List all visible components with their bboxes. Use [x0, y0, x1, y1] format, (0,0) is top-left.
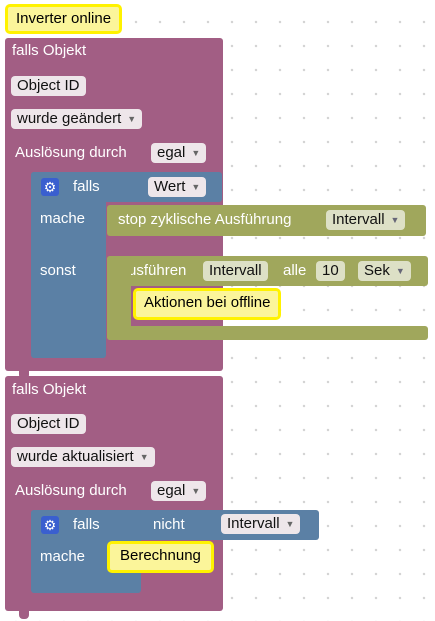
interval-unit-dropdown[interactable]: Sek ▼	[358, 261, 411, 281]
condition-dropdown[interactable]: wurde geändert ▼	[11, 109, 143, 129]
if-sonst-label: sonst	[40, 262, 76, 279]
trigger-falls-objekt-label: falls Objekt	[12, 42, 87, 59]
function-block-inverter-online[interactable]: Inverter online	[5, 4, 123, 34]
call-offline-actions-label: Aktionen bei offline	[144, 294, 271, 311]
dropdown-arrow-icon: ▼	[390, 215, 400, 225]
stop-interval-dropdown[interactable]: Intervall ▼	[326, 210, 406, 230]
if-else-block-spine	[31, 172, 106, 358]
stop-interval-dropdown-value: Intervall	[332, 211, 385, 228]
execute-name-field[interactable]: Intervall	[203, 261, 268, 281]
ausloesung-label: Auslösung durch	[15, 482, 127, 499]
ausloesung-dropdown-value: egal	[157, 482, 186, 499]
intervall-dropdown[interactable]: Intervall ▼	[221, 514, 301, 534]
dropdown-arrow-icon: ▼	[127, 114, 137, 124]
if-mache-label: mache	[40, 548, 86, 565]
condition-dropdown-value: wurde geändert	[17, 110, 122, 127]
wert-dropdown-value: Wert	[154, 178, 186, 195]
condition-dropdown[interactable]: wurde aktualisiert ▼	[11, 447, 155, 467]
execute-interval-block-foot	[107, 326, 428, 340]
wert-dropdown[interactable]: Wert ▼	[148, 177, 207, 197]
function-block-label: Inverter online	[16, 10, 112, 27]
execute-interval-block[interactable]: Ausführen Intervall alle 10 Sek ▼	[107, 256, 428, 286]
not-operator-label: nicht	[153, 516, 185, 533]
dropdown-arrow-icon: ▼	[191, 486, 201, 496]
call-offline-actions[interactable]: Aktionen bei offline	[133, 288, 282, 320]
if-falls-label: falls	[73, 516, 100, 533]
ausloesung-dropdown[interactable]: egal ▼	[151, 481, 207, 501]
execute-alle-label: alle	[283, 262, 307, 279]
ausloesung-dropdown[interactable]: egal ▼	[151, 143, 207, 163]
if-mache-label: mache	[40, 210, 86, 227]
if-falls-label: falls	[73, 178, 100, 195]
stop-interval-block[interactable]: stop zyklische Ausführung Intervall ▼	[107, 205, 426, 236]
dropdown-arrow-icon: ▼	[395, 266, 405, 276]
dropdown-arrow-icon: ▼	[139, 452, 149, 462]
condition-dropdown-value: wurde aktualisiert	[17, 448, 134, 465]
dropdown-arrow-icon: ▼	[191, 148, 201, 158]
trigger-falls-objekt-label: falls Objekt	[12, 381, 87, 398]
dropdown-arrow-icon: ▼	[191, 182, 201, 192]
interval-unit-value: Sek	[364, 262, 390, 279]
dropdown-arrow-icon: ▼	[285, 519, 295, 529]
block-connector	[19, 611, 29, 619]
intervall-dropdown-value: Intervall	[227, 515, 280, 532]
object-id-field[interactable]: Object ID	[11, 414, 86, 434]
execute-label: Ausführen	[118, 262, 187, 279]
object-id-field[interactable]: Object ID	[11, 76, 86, 96]
ausloesung-label: Auslösung durch	[15, 144, 127, 161]
call-berechnung-label: Berechnung	[120, 547, 201, 564]
stop-interval-label: stop zyklische Ausführung	[118, 211, 292, 228]
interval-number-field[interactable]: 10	[316, 261, 345, 281]
call-berechnung[interactable]: Berechnung	[107, 541, 214, 573]
gear-icon[interactable]: ⚙	[41, 178, 59, 196]
block-connector	[19, 371, 29, 379]
ausloesung-dropdown-value: egal	[157, 144, 186, 161]
gear-icon[interactable]: ⚙	[41, 516, 59, 534]
